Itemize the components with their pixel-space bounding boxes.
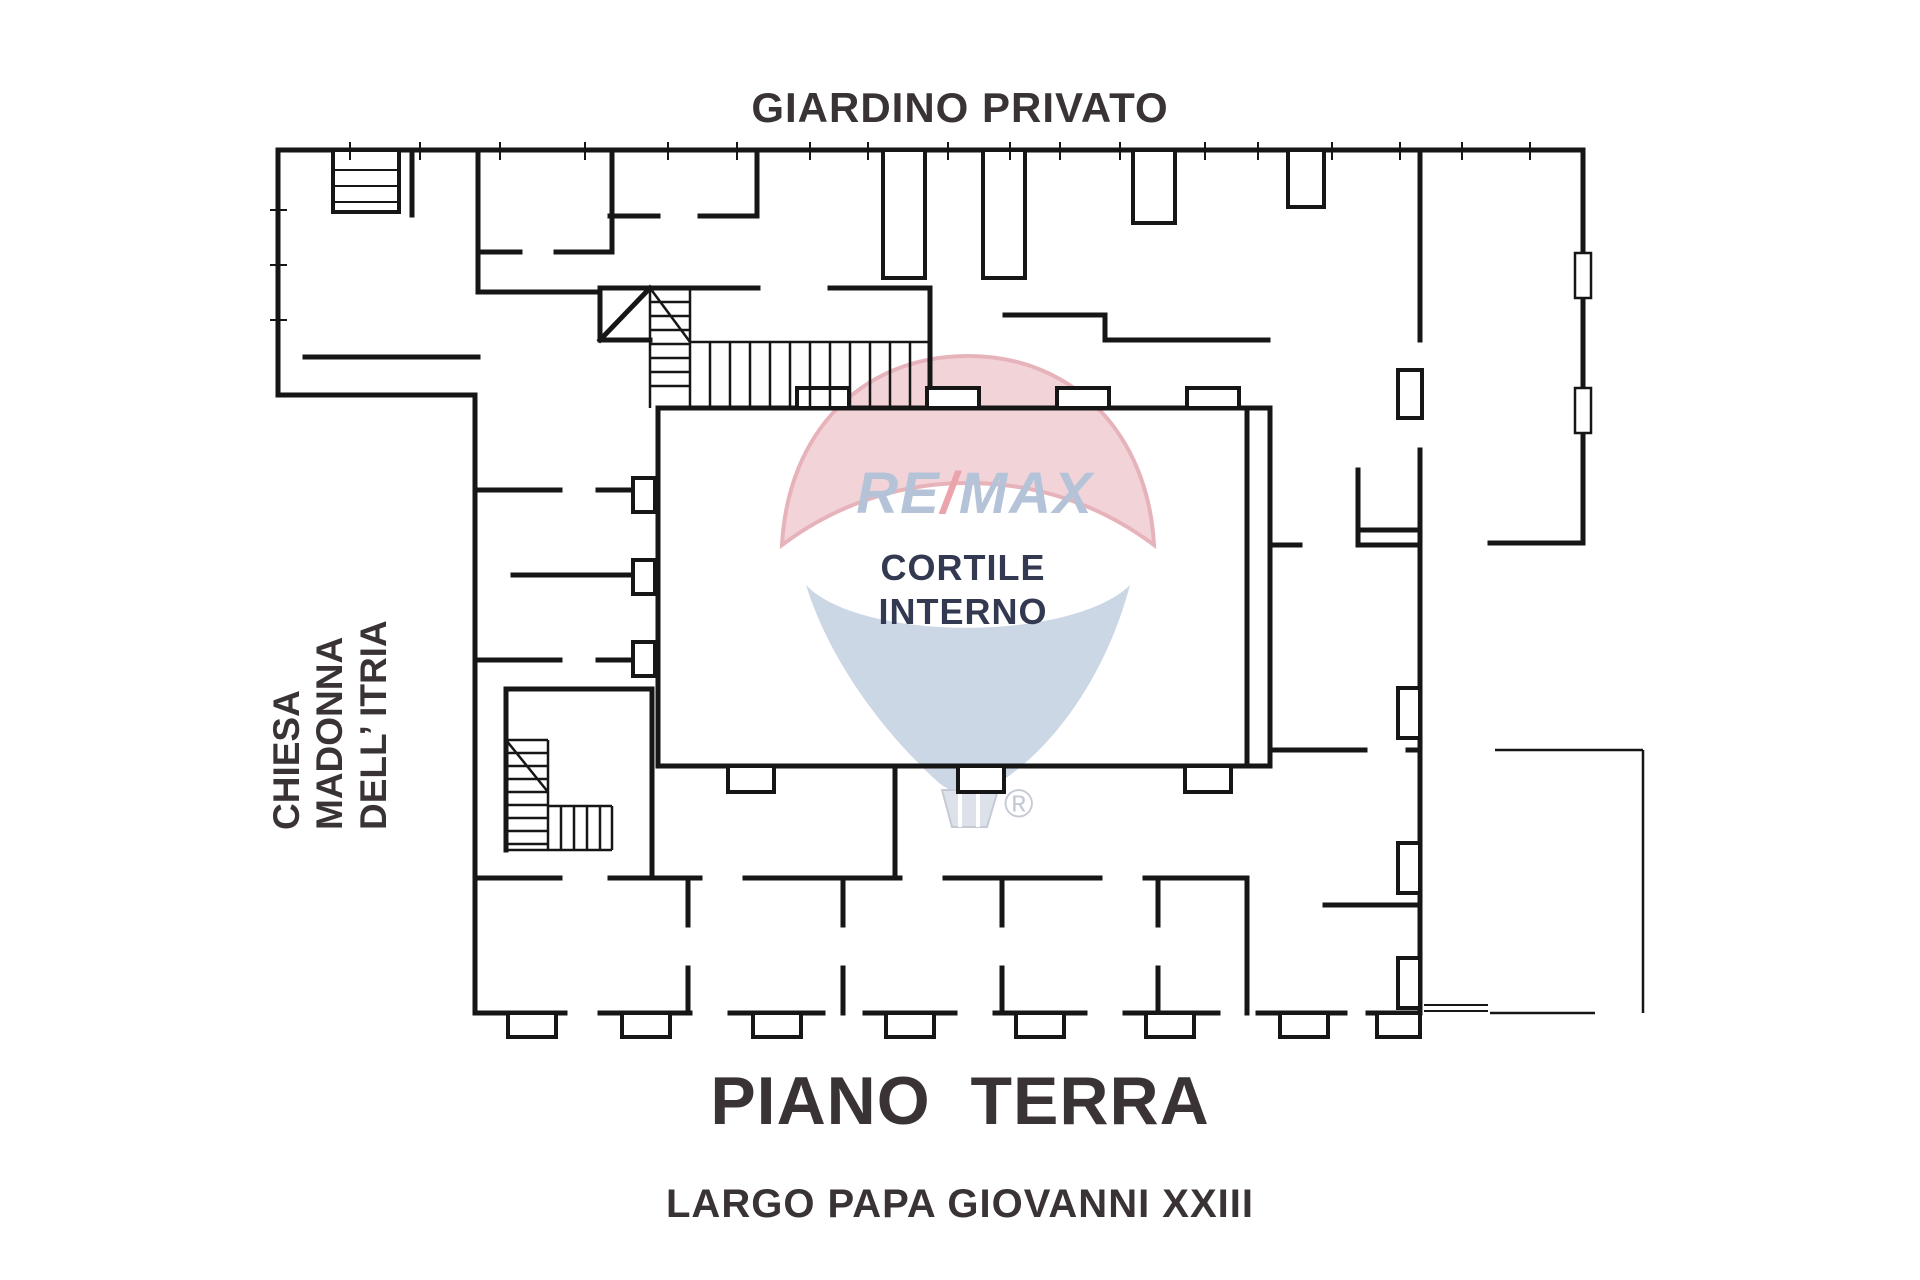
- church-label-line1: CHIESA: [266, 690, 307, 830]
- balloon-bottom: [806, 585, 1130, 794]
- staircase-lower: [505, 738, 614, 852]
- registered-mark: ®: [1004, 782, 1034, 826]
- courtyard-label: CORTILE INTERNO: [879, 546, 1048, 634]
- balloon-basket: [940, 789, 1000, 828]
- address-label: LARGO PAPA GIOVANNI XXIII: [665, 1182, 1255, 1226]
- church-label-line2: MADONNA: [309, 636, 351, 830]
- remax-logo-text: RE/MAX: [856, 460, 1094, 527]
- thin-walls: [270, 142, 1645, 1015]
- remax-logo-re: RE: [856, 461, 941, 526]
- church-label-line3: DELL’ ITRIA: [352, 620, 394, 830]
- remax-logo-max: MAX: [958, 461, 1094, 526]
- floor-title: PIANO TERRA: [710, 1063, 1210, 1139]
- staircase-upper: [648, 287, 930, 410]
- remax-logo-slash: /: [940, 461, 959, 526]
- windows: [1573, 251, 1593, 435]
- church-label: CHIESA MADONNA DELL’ ITRIA: [265, 570, 405, 830]
- garden-label: GIARDINO PRIVATO: [751, 84, 1169, 131]
- courtyard-label-line2: INTERNO: [878, 590, 1048, 632]
- courtyard-label-line1: CORTILE: [880, 547, 1046, 588]
